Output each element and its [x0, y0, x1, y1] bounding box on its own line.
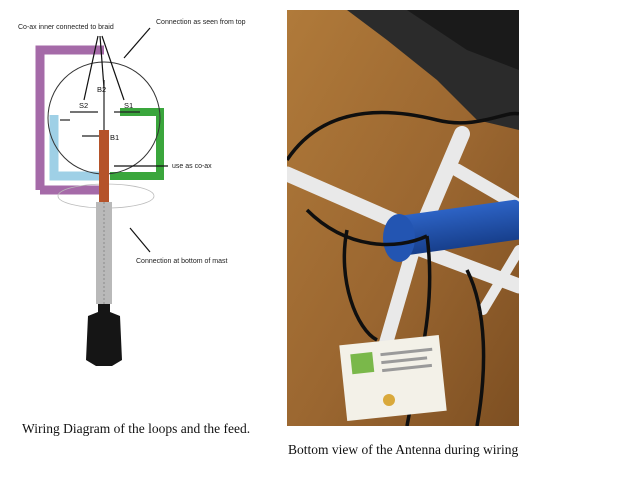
wiring-diagram: Co-ax inner connected to braid Connectio…	[18, 19, 246, 366]
label-use-as-coax: use as co-ax	[172, 163, 212, 170]
coax-plug	[86, 304, 122, 366]
blue-pipe	[383, 199, 519, 262]
label-s2: S2	[79, 101, 88, 110]
caption-wiring-diagram: Wiring Diagram of the loops and the feed…	[22, 421, 251, 436]
mast-cable	[96, 202, 112, 304]
label-top-view: Connection as seen from top	[156, 19, 246, 26]
label-s1: S1	[124, 101, 133, 110]
caption-antenna-photo: Bottom view of the Antenna during wiring	[288, 442, 519, 457]
pointer-arrows	[83, 27, 168, 253]
blue-loop	[49, 115, 102, 181]
label-coax-inner: Co-ax inner connected to braid	[18, 24, 114, 31]
purple-loop	[35, 45, 104, 190]
label-b1: B1	[110, 133, 119, 142]
paper-label	[339, 334, 447, 422]
coax-feed	[99, 130, 109, 202]
label-bottom-mast: Connection at bottom of mast	[136, 258, 227, 265]
label-b2: B2	[97, 85, 106, 94]
wiring-lines	[60, 80, 140, 137]
antenna-photo	[287, 10, 519, 426]
